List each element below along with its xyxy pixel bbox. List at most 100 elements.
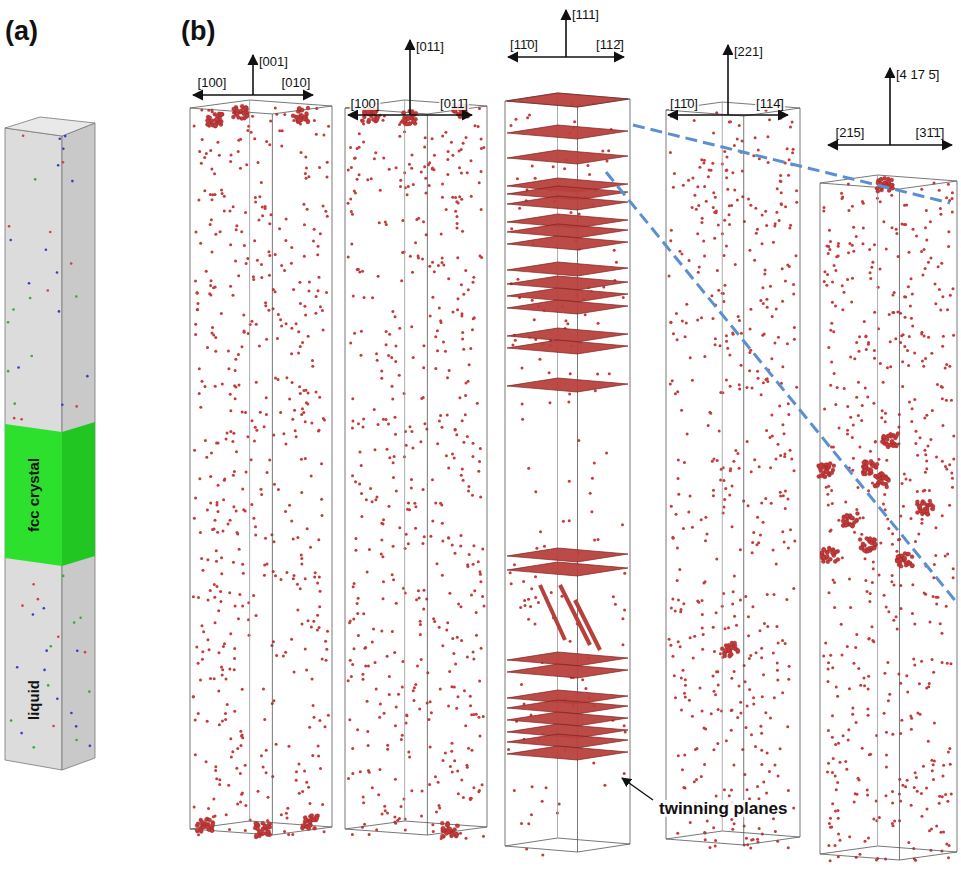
defect-atom: [409, 255, 412, 258]
box-edge: [249, 100, 250, 821]
defect-atom: [395, 705, 398, 708]
defect-atom: [747, 197, 750, 200]
defect-atom: [431, 823, 434, 826]
defect-atom: [277, 378, 280, 381]
defect-atom: [728, 494, 731, 497]
defect-atom: [929, 256, 932, 259]
defect-atom: [479, 447, 482, 450]
defect-atom: [451, 196, 454, 199]
defect-atom: [400, 738, 403, 741]
defect-atom: [482, 715, 485, 718]
defect-atom: [457, 603, 460, 606]
defect-atom: [883, 594, 886, 597]
defect-atom: [511, 344, 514, 347]
defect-atom: [407, 751, 410, 754]
defect-atom: [349, 659, 352, 662]
defect-atom: [194, 333, 197, 336]
defect-atom: [412, 689, 415, 692]
defect-atom: [216, 501, 219, 504]
defect-atom: [403, 392, 406, 395]
defect-atom: [697, 271, 700, 274]
defect-atom: [702, 162, 705, 165]
defect-atom: [362, 678, 365, 681]
defect-atom: [913, 622, 916, 625]
defect-atom: [689, 494, 692, 497]
defect-atom: [434, 335, 437, 338]
defect-atom: [259, 411, 262, 414]
defect-atom: [516, 278, 519, 281]
defect-atom: [530, 813, 533, 816]
defect-atom: [951, 486, 954, 489]
defect-atom: [765, 298, 768, 301]
defect-atom: [412, 699, 415, 702]
defect-atom: [423, 422, 426, 425]
defect-atom: [240, 744, 243, 747]
defect-atom: [318, 166, 321, 169]
defect-atom: [463, 689, 466, 692]
defect-atom: [552, 165, 555, 168]
defect-atom: [201, 658, 204, 661]
defect-atom: [827, 504, 830, 507]
defect-atom: [207, 599, 210, 602]
defect-atom: [787, 497, 790, 500]
defect-atom: [412, 356, 415, 359]
defect-atom: [737, 315, 740, 318]
defect-atom: [447, 466, 450, 469]
defect-atom: [869, 277, 872, 280]
defect-atom: [245, 262, 248, 265]
defect-atom: [265, 338, 268, 341]
defect-atom: [229, 737, 232, 740]
defect-atom: [321, 514, 324, 517]
defect-atom: [472, 442, 475, 445]
defect-atom: [210, 279, 213, 282]
defect-atom: [711, 460, 714, 463]
defect-atom: [442, 759, 445, 762]
defect-atom: [233, 710, 236, 713]
defect-atom: [436, 442, 439, 445]
defect-atom: [415, 598, 418, 601]
defect-atom: [568, 519, 571, 522]
defect-atom: [845, 768, 848, 771]
defect-atom: [290, 519, 293, 522]
defect-atom: [795, 201, 798, 204]
defect-atom: [787, 789, 790, 792]
defect-atom: [754, 136, 757, 139]
defect-atom: [683, 692, 686, 695]
defect-atom: [769, 716, 772, 719]
defect-atom: [304, 172, 307, 175]
defect-atom: [834, 844, 837, 847]
defect-atom: [471, 455, 474, 458]
defect-atom: [677, 754, 680, 757]
defect-atom: [878, 574, 881, 577]
defect-atom: [250, 320, 253, 323]
simulation-box: [666, 102, 800, 849]
defect-atom: [739, 599, 742, 602]
defect-atom: [520, 366, 523, 369]
defect-atom: [404, 592, 407, 595]
defect-atom: [206, 346, 209, 349]
defect-atom: [745, 386, 748, 389]
defect-atom: [293, 670, 296, 673]
defect-atom: [216, 531, 219, 534]
defect-atom: [514, 118, 517, 121]
defect-atom: [539, 530, 542, 533]
defect-atom: [541, 800, 544, 803]
defect-atom: [466, 435, 469, 438]
defect-atom: [716, 459, 719, 462]
defect-atom: [411, 446, 414, 449]
defect-atom: [900, 719, 903, 722]
defect-atom: [414, 505, 417, 508]
defect-atom: [608, 372, 611, 375]
defect-atom: [680, 252, 683, 255]
defect-atom: [784, 490, 787, 493]
defect-atom: [737, 685, 740, 688]
defect-atom: [522, 580, 525, 583]
defect-atom: [470, 593, 473, 596]
defect-atom: [321, 309, 324, 312]
defect-atom: [477, 125, 480, 128]
defect-atom: [434, 775, 437, 778]
defect-atom: [372, 627, 375, 630]
defect-atom: [791, 121, 794, 124]
defect-atom: [260, 181, 263, 184]
